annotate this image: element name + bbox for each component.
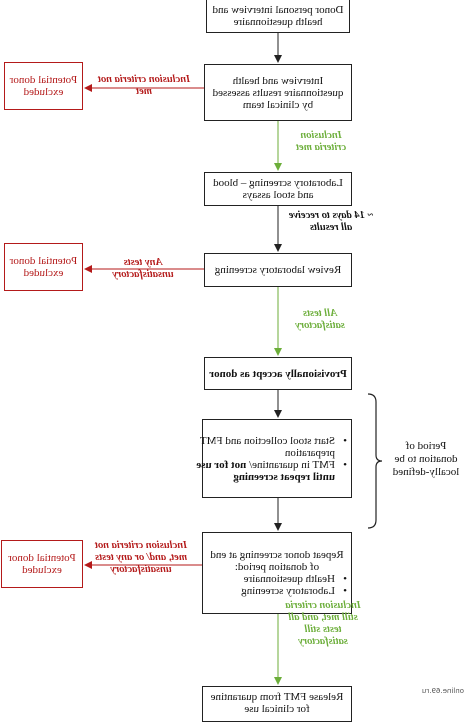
tests-satisfactory-label: All tests satisfactory: [295, 308, 345, 331]
inclusion-not-met-label: Inclusion criteria not met: [97, 74, 191, 97]
repeat-fail-label: Inclusion criteria not met, and/ or any …: [94, 540, 188, 575]
lab-screening-box: Laboratory screening – blood and stool a…: [204, 172, 352, 206]
interview-assessment-box: Interview and health questionnaire resul…: [204, 64, 352, 121]
repeat-screening-list: Repeat donor screening at end of donatio…: [207, 549, 347, 597]
lab-screening-text: Laboratory screening – blood and stool a…: [213, 177, 343, 201]
excluded-text-3: Potential donor excluded: [8, 552, 76, 576]
review-screening-text: Review laboratory screening: [214, 264, 342, 276]
excluded-box-1: Potential donor excluded: [4, 62, 83, 110]
repeat-item-lab: Laboratory screening: [195, 585, 347, 597]
excluded-text-2: Potential donor excluded: [9, 255, 78, 279]
tests-unsatisfactory-label: Any tests unsatisfactory: [112, 257, 174, 280]
repeat-item-health: Health questionnaire: [195, 573, 347, 585]
excluded-text-1: Potential donor excluded: [9, 74, 78, 98]
flowchart: Donor personal interview and health ques…: [0, 0, 474, 696]
period-brace: [367, 393, 383, 529]
review-screening-box: Review laboratory screening: [204, 253, 352, 287]
donation-period-note: Period of donation to be locally-defined: [392, 440, 460, 478]
release-fmt-text: Release FMT from quarantine for clinical…: [210, 691, 344, 715]
connector-layer: [84, 33, 383, 685]
provisional-accept-text: Provisionally accept as donor: [209, 367, 347, 380]
mirrored-canvas: Donor personal interview and health ques…: [0, 0, 474, 696]
collection-item-1: Start stool collection and FMT preparati…: [195, 435, 347, 459]
watermark: online.69.ru: [421, 687, 464, 695]
collection-item-2: FMT in quarantine/ not for use until rep…: [195, 459, 347, 483]
stool-collection-list: Start stool collection and FMT preparati…: [196, 435, 347, 483]
interview-assessment-text: Interview and health questionnaire resul…: [212, 74, 344, 111]
donor-questionnaire-box: Donor personal interview and health ques…: [206, 0, 350, 33]
repeat-pass-label: Inclusion criteria still met, and all te…: [285, 600, 361, 647]
release-fmt-box: Release FMT from quarantine for clinical…: [202, 686, 352, 722]
stool-collection-box: Start stool collection and FMT preparati…: [196, 419, 352, 498]
provisional-accept-box: Provisionally accept as donor: [204, 357, 352, 390]
excluded-box-2: Potential donor excluded: [4, 243, 83, 291]
repeat-screening-title: Repeat donor screening at end of donatio…: [210, 549, 344, 573]
days-to-results-label: ~ 14 days to receive all results: [288, 210, 374, 233]
donor-questionnaire-text: Donor personal interview and health ques…: [212, 3, 344, 28]
excluded-box-3: Potential donor excluded: [1, 540, 83, 588]
inclusion-met-label: Inclusion criteria met: [296, 130, 346, 153]
collection-item-2a: FMT in quarantine/: [249, 458, 335, 471]
